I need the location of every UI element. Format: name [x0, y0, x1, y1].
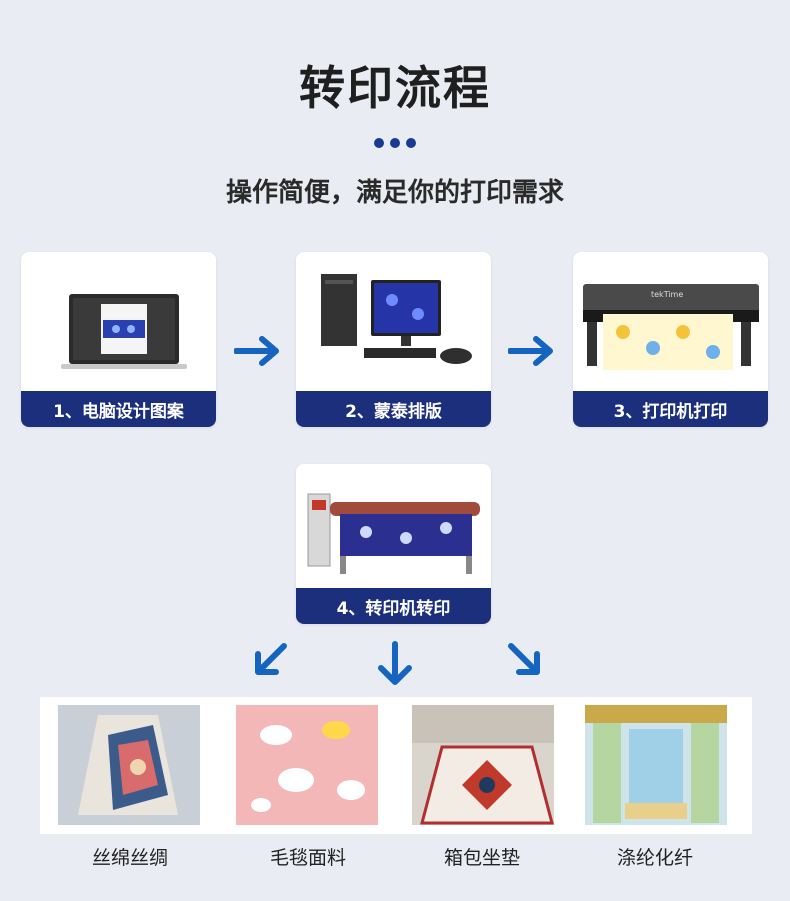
- step-card-design: 1、电脑设计图案: [21, 252, 216, 427]
- arrow-down-icon: [375, 640, 415, 692]
- desktop-computer-icon: [296, 252, 491, 391]
- printer-icon: tekTime: [573, 252, 768, 391]
- step-label: 1、电脑设计图案: [21, 391, 216, 427]
- laptop-icon: [21, 252, 216, 391]
- arrow-down-right-icon: [505, 640, 545, 684]
- product-label: 丝绵丝绸: [91, 847, 168, 869]
- product-label: 箱包坐垫: [443, 847, 520, 869]
- product-label: 涤纶化纤: [616, 847, 693, 869]
- arrow-down-left-icon: [250, 640, 290, 684]
- step-label: 4、转印机转印: [296, 588, 491, 624]
- dot: [390, 138, 400, 148]
- curtain-image: [585, 705, 727, 825]
- heat-press-icon: [296, 464, 491, 588]
- decorative-dots: [0, 138, 790, 148]
- arrow-right-icon: [507, 334, 556, 372]
- step-card-print: tekTime 3、打印机打印: [573, 252, 768, 427]
- dot: [374, 138, 384, 148]
- blanket-image: [236, 705, 378, 825]
- scarf-image: [58, 705, 200, 825]
- step-label: 3、打印机打印: [573, 391, 768, 427]
- step-card-transfer: 4、转印机转印: [296, 464, 491, 624]
- product-label: 毛毯面料: [269, 847, 346, 869]
- product-strip: [40, 697, 752, 834]
- arrow-right-icon: [233, 334, 282, 372]
- step-label: 2、蒙泰排版: [296, 391, 491, 427]
- dot: [406, 138, 416, 148]
- printer-brand: tekTime: [651, 290, 684, 299]
- page-title: 转印流程: [299, 61, 491, 115]
- step-card-layout: 2、蒙泰排版: [296, 252, 491, 427]
- page-subtitle: 操作简便，满足你的打印需求: [225, 178, 564, 208]
- rug-image: [412, 705, 554, 825]
